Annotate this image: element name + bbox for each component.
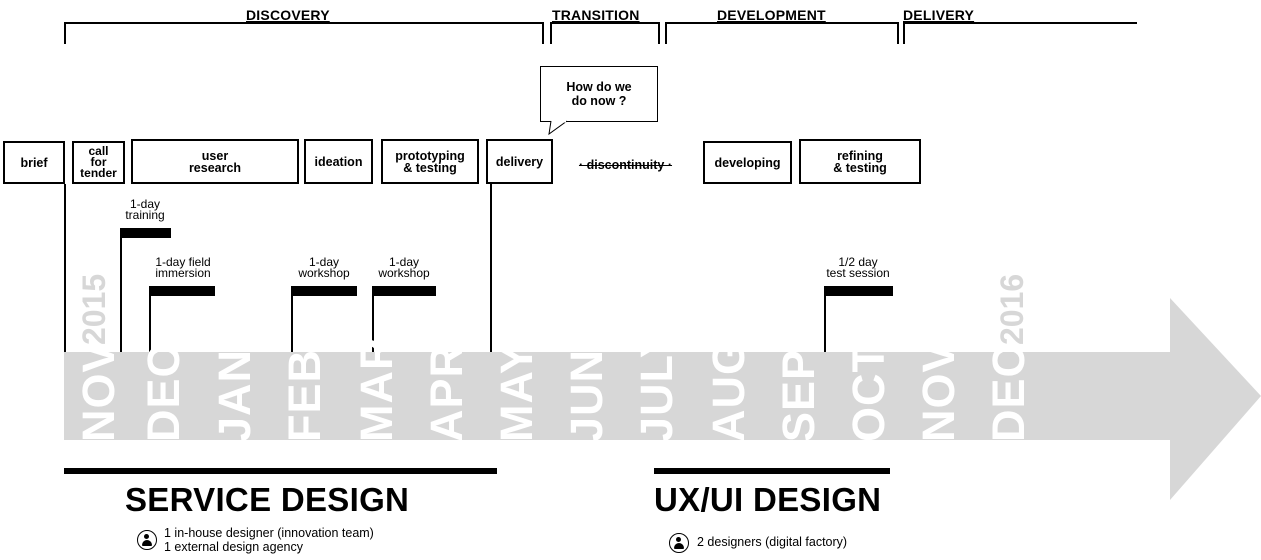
uxui-design-staffing: 2 designers (digital factory): [697, 535, 848, 549]
uxui-design-title: UX/UI DESIGN: [654, 481, 882, 518]
person-icon: [669, 533, 689, 553]
phase-development-bracket: [665, 22, 899, 44]
test-session-flag: [824, 286, 893, 296]
phase-transition-label: TRANSITION: [552, 7, 640, 23]
step-call-for-tender: call for tender: [72, 141, 125, 184]
immersion-note: 1-day field immersion: [155, 255, 211, 280]
training-flag-pole: [120, 228, 122, 352]
year-2015-label: 2015: [76, 273, 112, 345]
phase-delivery-bracket: [903, 22, 1137, 44]
month-dec-2015: DEC: [138, 343, 189, 442]
phase-transition-bracket: [550, 22, 660, 44]
month-nov-2015: NOV: [73, 341, 124, 442]
phase-discovery-bracket: [64, 22, 544, 44]
service-design-staffing: 1 in-house designer (innovation team) 1 …: [164, 526, 374, 554]
workshop-1-flag: [291, 286, 357, 296]
step-ideation: ideation: [304, 139, 373, 184]
month-feb: FEB: [279, 349, 330, 442]
step-discontinuity: · discontinuity ·: [578, 158, 673, 172]
month-jan: JAN: [209, 348, 260, 442]
workshop-2-note: 1-day workshop: [378, 255, 430, 280]
phase-delivery-label: DELIVERY: [903, 7, 975, 23]
month-aug: AUG: [703, 339, 754, 442]
phase-discovery-label: DISCOVERY: [246, 7, 330, 23]
service-design-title: SERVICE DESIGN: [125, 481, 410, 518]
person-icon: [137, 530, 157, 550]
month-june: JUNE: [561, 317, 612, 442]
month-dec-2016: DEC: [983, 343, 1034, 442]
test-session-note: 1/2 day test session: [826, 255, 890, 280]
uxui-design-bar: [654, 468, 890, 474]
delivery-connector: [490, 184, 492, 352]
step-user-research: user research: [131, 139, 299, 184]
callout-tail: [548, 120, 568, 136]
training-note: 1-day training: [125, 197, 165, 222]
month-sept: SEPT: [773, 320, 824, 442]
workshop-1-flag-pole: [291, 286, 293, 352]
immersion-flag: [149, 286, 215, 296]
phase-development-label: DEVELOPMENT: [717, 7, 826, 23]
month-oct: OCT: [843, 344, 894, 442]
service-design-bar: [64, 468, 497, 474]
step-brief: brief: [3, 141, 65, 184]
step-delivery: delivery: [486, 139, 553, 184]
year-2016-label: 2016: [994, 273, 1030, 345]
month-may: MAY: [491, 343, 542, 442]
step-developing: developing: [703, 141, 792, 184]
month-nov-2016: NOV: [913, 341, 964, 442]
month-mar: MAR: [351, 336, 402, 442]
brief-connector: [64, 184, 66, 352]
month-apr: APR: [421, 343, 472, 442]
test-session-flag-pole: [824, 286, 826, 352]
training-flag: [120, 228, 171, 238]
workshop-2-flag-pole: [372, 286, 374, 352]
step-refining-testing: refining & testing: [799, 139, 921, 184]
workshop-2-flag: [372, 286, 436, 296]
question-callout: How do we do now ?: [540, 66, 658, 122]
immersion-flag-pole: [149, 286, 151, 352]
month-july: JULY: [631, 327, 682, 442]
step-prototyping-testing: prototyping & testing: [381, 139, 479, 184]
workshop-1-note: 1-day workshop: [298, 255, 350, 280]
